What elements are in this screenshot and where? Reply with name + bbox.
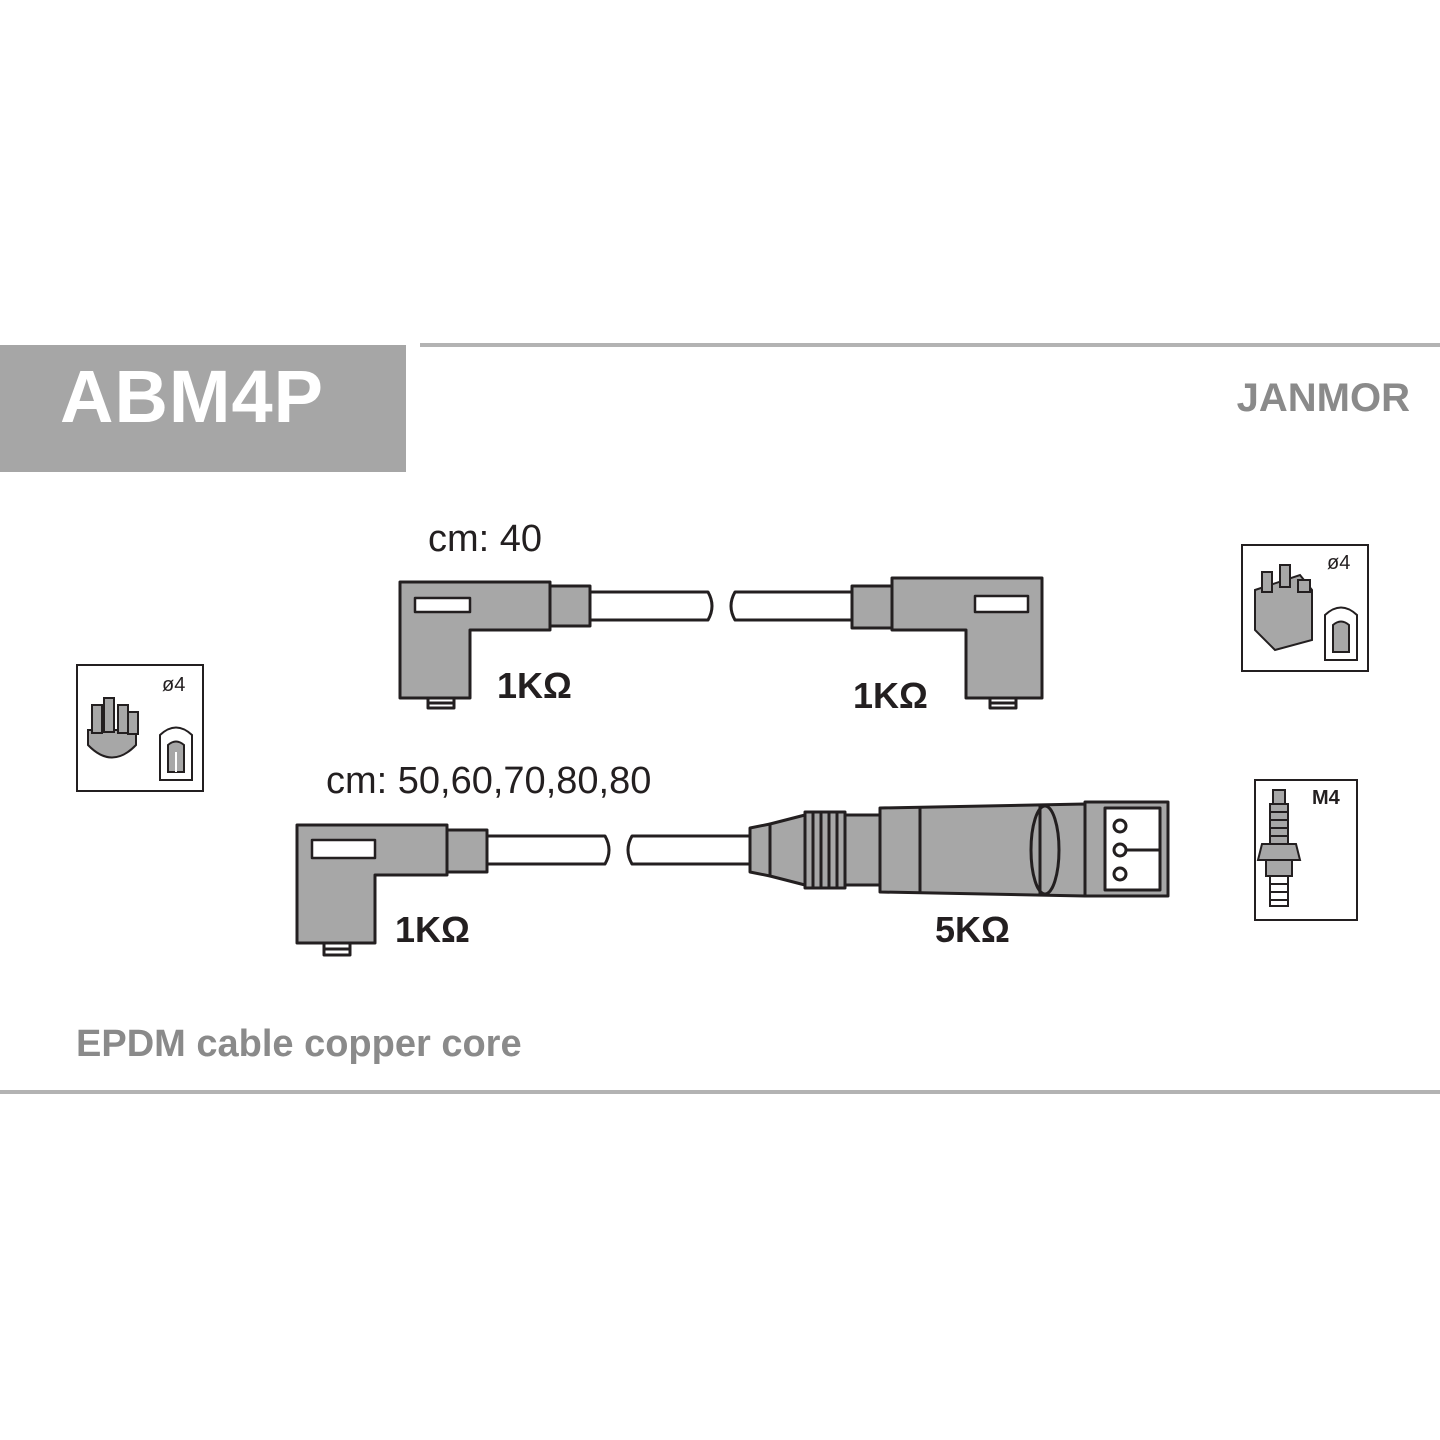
bottom-cable-lengths: cm: 50,60,70,80,80 — [326, 760, 652, 802]
header-divider — [420, 343, 1440, 347]
bottom-straight-plug-boot — [748, 800, 1170, 898]
distributor-side-icon — [1241, 544, 1369, 672]
top-left-resistance: 1KΩ — [497, 665, 572, 706]
distributor-cap-icon — [76, 664, 204, 792]
spark-plug-icon — [1254, 779, 1358, 921]
bottom-left-resistance: 1KΩ — [395, 909, 470, 950]
cable-material-note: EPDM cable copper core — [76, 1023, 522, 1065]
part-number-banner — [0, 345, 406, 472]
distributor-side-diameter-label: ø4 — [1327, 552, 1351, 574]
brand-name: JANMOR — [1236, 376, 1410, 420]
footer-divider — [0, 1090, 1440, 1094]
bottom-wire — [485, 834, 752, 866]
part-number-title: ABM4P — [60, 355, 325, 438]
distributor-cap-diameter-label: ø4 — [162, 674, 186, 696]
top-right-angled-boot — [850, 576, 1044, 710]
bottom-left-angled-boot — [295, 823, 489, 957]
spark-plug-thread-label: M4 — [1312, 787, 1340, 809]
top-cable-length: cm: 40 — [428, 518, 543, 560]
bottom-right-resistance: 5KΩ — [935, 909, 1010, 950]
top-wire — [588, 590, 854, 622]
top-right-resistance: 1KΩ — [853, 675, 928, 716]
